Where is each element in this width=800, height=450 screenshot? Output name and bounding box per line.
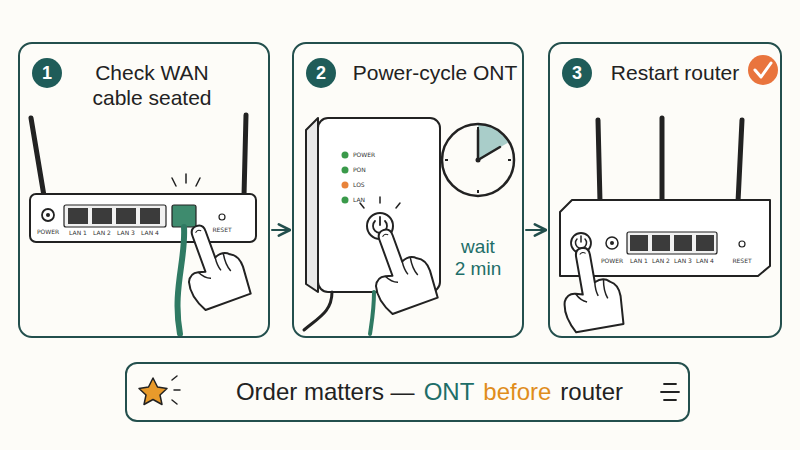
step-number-text: 1 [42,63,52,84]
note-text: ONT [424,378,475,406]
step-title: Power-cycle ONT [346,60,524,85]
port-label: LAN 2 [652,257,670,265]
port-label: LAN 4 [141,229,159,237]
port-label: PON [353,166,366,174]
port-label: POWER [353,151,375,159]
clock-icon [442,124,514,196]
router-1 [30,115,256,334]
step-number: 1 [32,58,62,88]
ont-device [304,118,440,334]
flow-arrow [272,229,290,231]
wait-text: 2 min [455,258,501,280]
port-label: LAN 1 [630,257,648,265]
note-text: Order matters — [236,378,415,406]
note-banner: Order matters — ONT before router [125,362,690,422]
port-label: LAN 2 [93,229,111,237]
port-label: LAN 1 [69,229,87,237]
wait-text: wait [461,236,495,258]
check-badge [748,55,778,85]
note-text: router [560,378,623,406]
step-panel: Check WAN cable seated 1 [18,42,270,338]
step-number: 2 [306,58,336,88]
port-label: LAN 3 [117,229,135,237]
step-title: Check WAN cable seated [82,60,222,110]
port-label: LAN 4 [696,257,714,265]
step-number-text: 3 [572,63,582,84]
port-label: LAN 3 [674,257,692,265]
flow-arrow [526,229,546,231]
port-label: LOS [353,181,365,189]
router-3 [555,118,770,333]
step-title: Restart router [600,60,750,85]
port-label: RESET [732,257,751,265]
port-label: LAN [353,196,365,204]
port-label: POWER [37,228,59,236]
note-text: before [483,378,551,406]
step-panel: Power-cycle ONT 2 [292,42,524,338]
step-number: 3 [562,58,592,88]
port-label: POWER [601,257,623,265]
step-number-text: 2 [316,63,326,84]
port-label: RESET [212,226,231,234]
step-panel: Restart router 3 [548,42,782,338]
